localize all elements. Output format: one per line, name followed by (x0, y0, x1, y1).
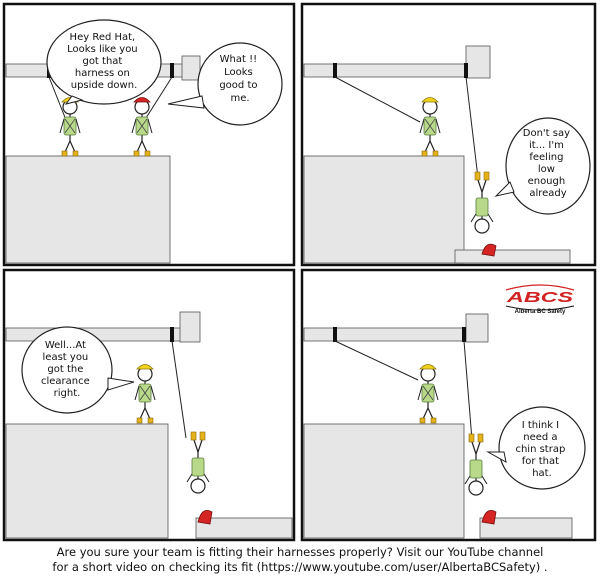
bubble-line: got that (82, 56, 122, 67)
fallen-red-hat (481, 243, 497, 257)
bubble-line: chin strap (515, 444, 565, 455)
bubble-line: for that (522, 456, 559, 467)
bubble-line: Looks like you (67, 44, 138, 55)
caption-line-2: for a short video on checking its fit (h… (52, 560, 548, 574)
worker-green-hat (134, 364, 156, 424)
bubble-line: clearance (41, 376, 90, 387)
svg-text:Don't say it... I'm: Don't say it... I'm feeling low enough a… (523, 128, 573, 199)
speech-bubble-2: Don't say it... I'm feeling low enough a… (494, 117, 591, 215)
bubble-line: least you (43, 352, 89, 363)
panel-4: ABCS Alberta BC Safety I think I need a (300, 268, 597, 542)
bubble-line: got the (47, 364, 83, 375)
bubble-line: need a (523, 432, 557, 443)
bubble-line: Looks (224, 67, 253, 78)
bubble-line: Well...At (45, 340, 86, 351)
bubble-line: hat. (532, 468, 552, 479)
comic-strip: Hey Red Hat, Looks like you got that har… (2, 2, 597, 542)
svg-text:What !! Looks: What !! Looks good to me. (219, 54, 260, 104)
bubble-line: What !! (220, 54, 257, 65)
bubble-line: right. (54, 388, 81, 399)
panel-2: Don't say it... I'm feeling low enough a… (300, 2, 597, 267)
svg-text:Hey Red Hat, Looks lik: Hey Red Hat, Looks like you got that har… (67, 32, 141, 91)
bubble-line: feeling (529, 152, 563, 163)
bubble-line: already (529, 188, 566, 199)
svg-text:I think I need a: I think I need a chin strap for that hat… (515, 420, 568, 479)
fallen-red-hat (197, 509, 213, 525)
panel-3: Well...At least you got the clearance ri… (2, 268, 296, 542)
speech-bubble-4: I think I need a chin strap for that hat… (486, 406, 586, 490)
bubble-line: I think I (522, 420, 559, 431)
bubble-line: low (538, 164, 555, 175)
speech-bubble-1a: Hey Red Hat, Looks like you got that har… (46, 19, 162, 105)
caption: Are you sure your team is fitting their … (0, 545, 600, 575)
bubble-line: me. (230, 93, 249, 104)
speech-bubble-1b: What !! Looks good to me. (167, 42, 283, 126)
bubble-line: upside down. (71, 80, 138, 91)
speech-bubble-3: Well...At least you got the clearance ri… (21, 326, 135, 414)
svg-text:ABCS: ABCS (505, 289, 573, 306)
bubble-line: it... I'm (529, 140, 564, 151)
fallen-red-hat (481, 509, 497, 525)
worker-green-hat (419, 97, 441, 157)
bubble-line: enough (528, 176, 566, 187)
svg-text:Alberta BC Safety: Alberta BC Safety (515, 309, 566, 315)
svg-text:Well...At least you: Well...At least you got the clearance ri… (41, 340, 93, 399)
worker-green-hat (417, 364, 439, 424)
caption-line-1: Are you sure your team is fitting their … (56, 545, 544, 559)
bubble-line: harness on (75, 68, 130, 79)
panel-1: Hey Red Hat, Looks like you got that har… (2, 2, 296, 267)
bubble-line: good to (219, 80, 257, 91)
abcs-logo: ABCS Alberta BC Safety (505, 284, 575, 315)
bubble-line: Hey Red Hat, (70, 32, 136, 43)
worker-red-hat (131, 97, 153, 157)
bubble-line: Don't say (523, 128, 570, 139)
